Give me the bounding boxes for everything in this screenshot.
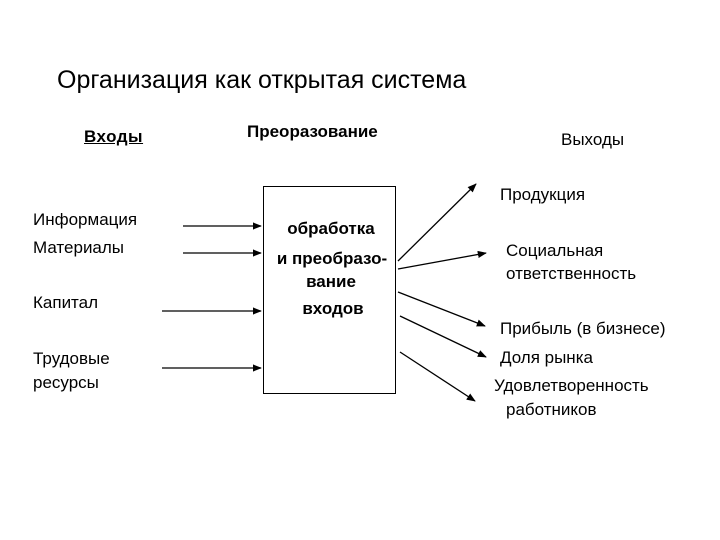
arrow-output-market-share	[399, 315, 487, 358]
arrow-output-products	[397, 183, 477, 262]
arrow-output-satisfaction	[399, 351, 476, 402]
output-satisfaction-line2: работников	[506, 400, 597, 419]
arrow-output-social	[397, 250, 487, 270]
input-labor-line1: Трудовые	[33, 349, 110, 368]
output-market-share: Доля рынка	[500, 348, 593, 367]
arrow-output-profit	[397, 291, 486, 327]
input-labor-line2: ресурсы	[33, 373, 99, 392]
process-line-1: обработка	[287, 219, 375, 238]
process-line-3: вание	[306, 272, 356, 291]
inputs-header: Входы	[84, 127, 144, 146]
output-products: Продукция	[500, 185, 586, 204]
output-satisfaction-line1: Удовлетворенность	[494, 376, 649, 395]
process-line-4: входов	[302, 299, 364, 318]
input-information: Информация	[33, 210, 138, 229]
output-social-line1: Социальная	[506, 241, 604, 260]
process-line-2: и преобразо-	[276, 249, 388, 268]
output-social-line2: ответственность	[506, 264, 637, 283]
input-capital: Капитал	[33, 293, 99, 312]
transformation-header: Преоразование	[247, 122, 378, 141]
process-box	[263, 186, 396, 394]
output-profit: Прибыль (в бизнесе)	[500, 319, 666, 338]
outputs-header: Выходы	[561, 130, 625, 149]
input-materials: Материалы	[33, 238, 125, 257]
slide-title: Организация как открытая система	[57, 66, 467, 94]
